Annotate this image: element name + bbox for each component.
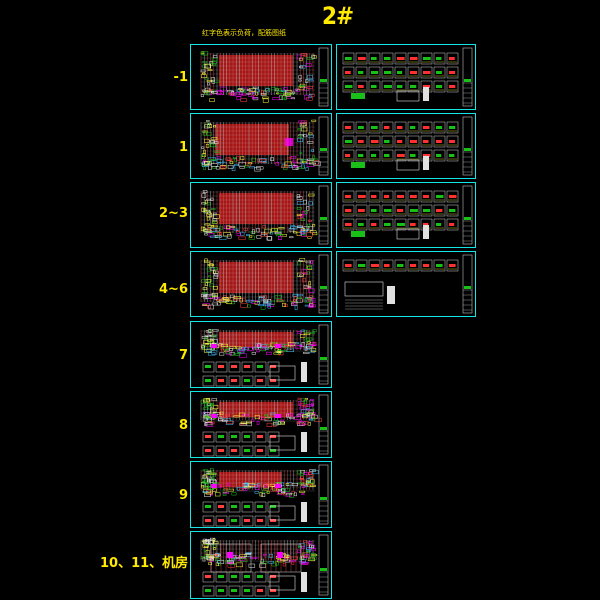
plan-sheet	[190, 113, 332, 179]
detail-sheet	[336, 113, 476, 179]
sheet-artwork	[200, 394, 329, 457]
plan-sheet	[190, 44, 332, 110]
sheet-artwork	[200, 116, 329, 176]
detail-sheet	[336, 251, 476, 317]
plan-sheet	[190, 531, 332, 599]
sheet-artwork	[200, 464, 329, 527]
floor-label: 4~6	[159, 282, 188, 297]
drawing-title: 2#	[322, 2, 354, 30]
sheet-artwork	[200, 254, 329, 314]
sheet-artwork	[342, 116, 473, 176]
plan-sheet	[190, 321, 332, 388]
detail-sheet	[336, 44, 476, 110]
floor-label: 8	[178, 418, 188, 433]
detail-sheet	[336, 182, 476, 248]
plan-sheet	[190, 182, 332, 248]
sheet-artwork	[342, 47, 473, 107]
drawing-note: 红字色表示负荷，配筋图纸	[202, 29, 286, 37]
sheet-artwork	[342, 254, 473, 314]
plan-sheet	[190, 391, 332, 458]
sheet-artwork	[200, 324, 329, 387]
plan-sheet	[190, 461, 332, 528]
sheet-artwork	[200, 534, 329, 597]
floor-label: 1	[178, 140, 188, 155]
floor-label: 9	[178, 488, 188, 503]
floor-label: 7	[178, 348, 188, 363]
sheet-artwork	[200, 185, 329, 245]
floor-label: 2~3	[159, 206, 188, 221]
floor-label: -1	[173, 70, 188, 85]
sheet-artwork	[200, 47, 329, 107]
floor-label: 10、11、机房	[100, 556, 189, 571]
sheet-artwork	[342, 185, 473, 245]
plan-sheet	[190, 251, 332, 317]
